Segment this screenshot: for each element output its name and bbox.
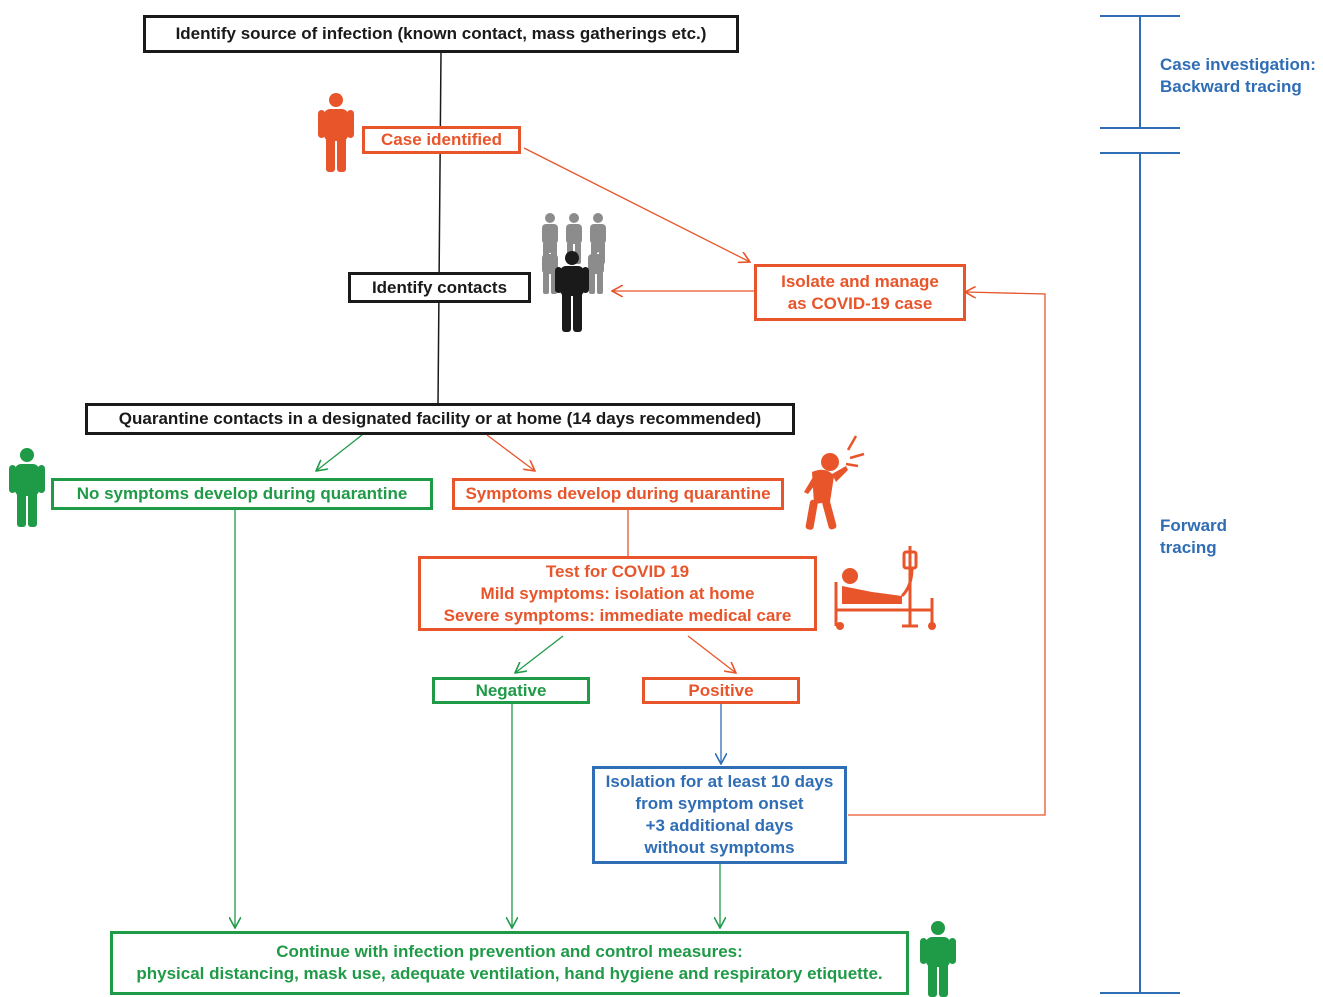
quarantine-box: Quarantine contacts in a designated faci… [85, 403, 795, 435]
no-symptoms-text: No symptoms develop during quarantine [76, 484, 408, 503]
isolation-box: Isolation for at least 10 days from symp… [592, 766, 847, 864]
feedback-loop [848, 292, 1046, 816]
arrow-to-symptoms [486, 434, 535, 471]
test-line-3: Severe symptoms: immediate medical care [443, 605, 792, 625]
continue-box: Continue with infection prevention and c… [110, 931, 909, 995]
backward-tracing-bracket [1100, 15, 1180, 129]
contact-group-icon [542, 213, 606, 332]
forward-label-line-2: tracing [1160, 538, 1217, 557]
negative-text: Negative [475, 680, 547, 700]
isolation-line-1: Isolation for at least 10 days [605, 772, 834, 791]
isolation-line-3: +3 additional days [645, 816, 794, 835]
quarantine-text: Quarantine contacts in a designated faci… [118, 409, 762, 428]
positive-box: Positive [642, 677, 800, 704]
no-symptoms-box: No symptoms develop during quarantine [51, 478, 433, 510]
isolate-manage-line-2: as COVID-19 case [787, 293, 933, 313]
isolation-line-2: from symptom onset [635, 794, 804, 813]
orange-person-icon [318, 93, 354, 172]
isolate-manage-line-1: Isolate and manage [781, 271, 939, 291]
case-identified-text: Case identified [381, 130, 502, 149]
green-person-icon [9, 448, 45, 527]
symptoms-box: Symptoms develop during quarantine [452, 478, 784, 510]
backward-tracing-label: Case investigation: Backward tracing [1160, 54, 1316, 98]
backward-label-line-1: Case investigation: [1160, 55, 1316, 74]
isolate-manage-box: Isolate and manage as COVID-19 case [754, 264, 966, 321]
continue-line-1: Continue with infection prevention and c… [276, 942, 743, 961]
arrow-to-negative [515, 635, 564, 673]
forward-label-line-1: Forward [1160, 516, 1228, 535]
negative-box: Negative [432, 677, 590, 704]
test-line-2: Mild symptoms: isolation at home [480, 583, 755, 603]
positive-text: Positive [688, 680, 754, 700]
coughing-person-icon [804, 435, 865, 530]
backward-label-line-2: Backward tracing [1160, 77, 1302, 96]
spine-line [437, 51, 442, 406]
continue-line-2: physical distancing, mask use, adequate … [136, 964, 883, 983]
identify-contacts-box: Identify contacts [348, 272, 531, 303]
forward-tracing-bracket [1100, 152, 1180, 994]
test-box: Test for COVID 19 Mild symptoms: isolati… [418, 556, 817, 631]
arrow-case-to-isolate [523, 147, 750, 262]
green-person-icon [920, 921, 956, 997]
identify-contacts-text: Identify contacts [371, 277, 508, 297]
arrow-to-no-symptoms [316, 434, 363, 471]
forward-tracing-label: Forward tracing [1160, 515, 1227, 559]
isolation-line-4: without symptoms [644, 838, 795, 857]
arrow-to-positive [687, 635, 736, 673]
symptoms-text: Symptoms develop during quarantine [465, 484, 771, 503]
case-identified-box: Case identified [362, 126, 521, 154]
test-line-1: Test for COVID 19 [545, 561, 690, 581]
identify-source-box: Identify source of infection (known cont… [143, 15, 739, 53]
hospital-bed-icon [834, 546, 936, 630]
identify-source-text: Identify source of infection (known cont… [175, 24, 707, 43]
